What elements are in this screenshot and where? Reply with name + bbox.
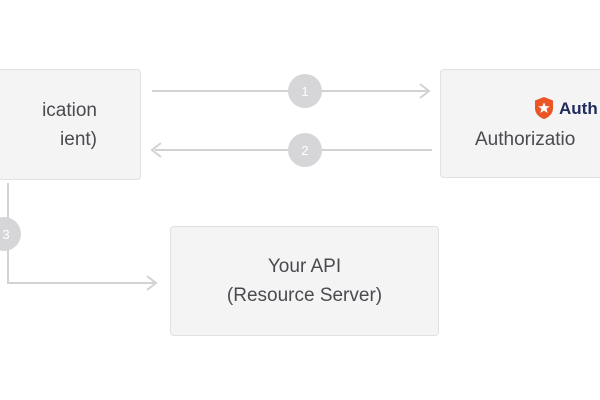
client-label-line2: ient)	[60, 128, 97, 150]
api-label-line2: (Resource Server)	[226, 285, 383, 306]
arrow-response-head	[150, 142, 162, 158]
arrow-api-call	[7, 183, 155, 284]
step-badge-2: 2	[288, 133, 322, 167]
authorization-server-label: Authorizatio	[475, 128, 576, 150]
client-label-line1: ication	[42, 99, 97, 121]
auth0-shield-icon	[533, 96, 555, 120]
resource-server-box: Your API (Resource Server)	[170, 226, 439, 336]
svg-text:1: 1	[301, 84, 308, 99]
svg-text:2: 2	[301, 143, 308, 158]
svg-text:3: 3	[2, 227, 9, 242]
client-application-box: ication ient)	[0, 69, 141, 180]
arrow-api-call-head	[146, 275, 158, 291]
api-label-line1: Your API	[267, 256, 342, 277]
brand-row: Auth	[533, 94, 598, 123]
step-badge-1: 1	[288, 74, 322, 108]
authorization-server-box: Auth Authorizatio	[440, 69, 600, 178]
brand-name: Auth	[559, 98, 598, 118]
arrow-request-head	[419, 83, 431, 99]
step-badge-3: 3	[0, 217, 21, 251]
